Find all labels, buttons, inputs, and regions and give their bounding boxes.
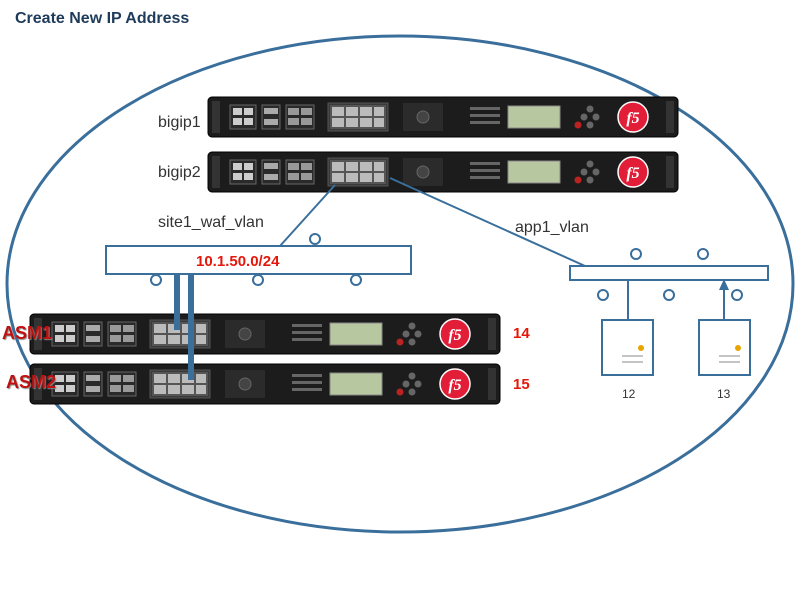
site-boundary-ellipse <box>5 34 795 534</box>
asm1-link <box>174 274 180 330</box>
vlan-port-icon <box>597 289 609 301</box>
page-title: Create New IP Address <box>15 10 190 27</box>
app1-vlan-bar <box>569 265 769 281</box>
vlan-port-icon <box>697 248 709 260</box>
server2-id-label: 13 <box>717 387 731 401</box>
site1-vlan-bar <box>105 245 412 275</box>
site1-vlan-label: site1_waf_vlan <box>158 214 264 231</box>
vlan-port-icon <box>309 233 321 245</box>
asm2-device <box>29 363 501 405</box>
asm1-id-label: 14 <box>513 325 530 342</box>
app1-vlan-label: app1_vlan <box>515 219 589 236</box>
asm1-label: ASM1 <box>2 323 53 343</box>
site1-subnet-label: 10.1.50.0/24 <box>196 253 280 270</box>
bigip2-app1-link <box>389 177 586 267</box>
vlan-port-icon <box>150 274 162 286</box>
asm2-id-label: 15 <box>513 376 530 393</box>
bigip2-device <box>207 151 679 193</box>
vlan-port-icon <box>731 289 743 301</box>
bigip2-label: bigip2 <box>158 164 201 181</box>
server-12-icon <box>601 319 654 376</box>
vlan-port-icon <box>350 274 362 286</box>
bigip2-site1-link <box>279 184 336 247</box>
asm2-label: ASM2 <box>6 372 57 392</box>
vlan-port-icon <box>630 248 642 260</box>
vlan-port-icon <box>252 274 264 286</box>
bigip1-device <box>207 96 679 138</box>
vlan-port-icon <box>663 289 675 301</box>
asm1-device <box>29 313 501 355</box>
asm2-link <box>188 274 194 380</box>
bigip1-label: bigip1 <box>158 114 201 131</box>
server1-id-label: 12 <box>622 387 636 401</box>
arrow-up-icon <box>719 279 729 290</box>
server-13-icon <box>698 319 751 376</box>
